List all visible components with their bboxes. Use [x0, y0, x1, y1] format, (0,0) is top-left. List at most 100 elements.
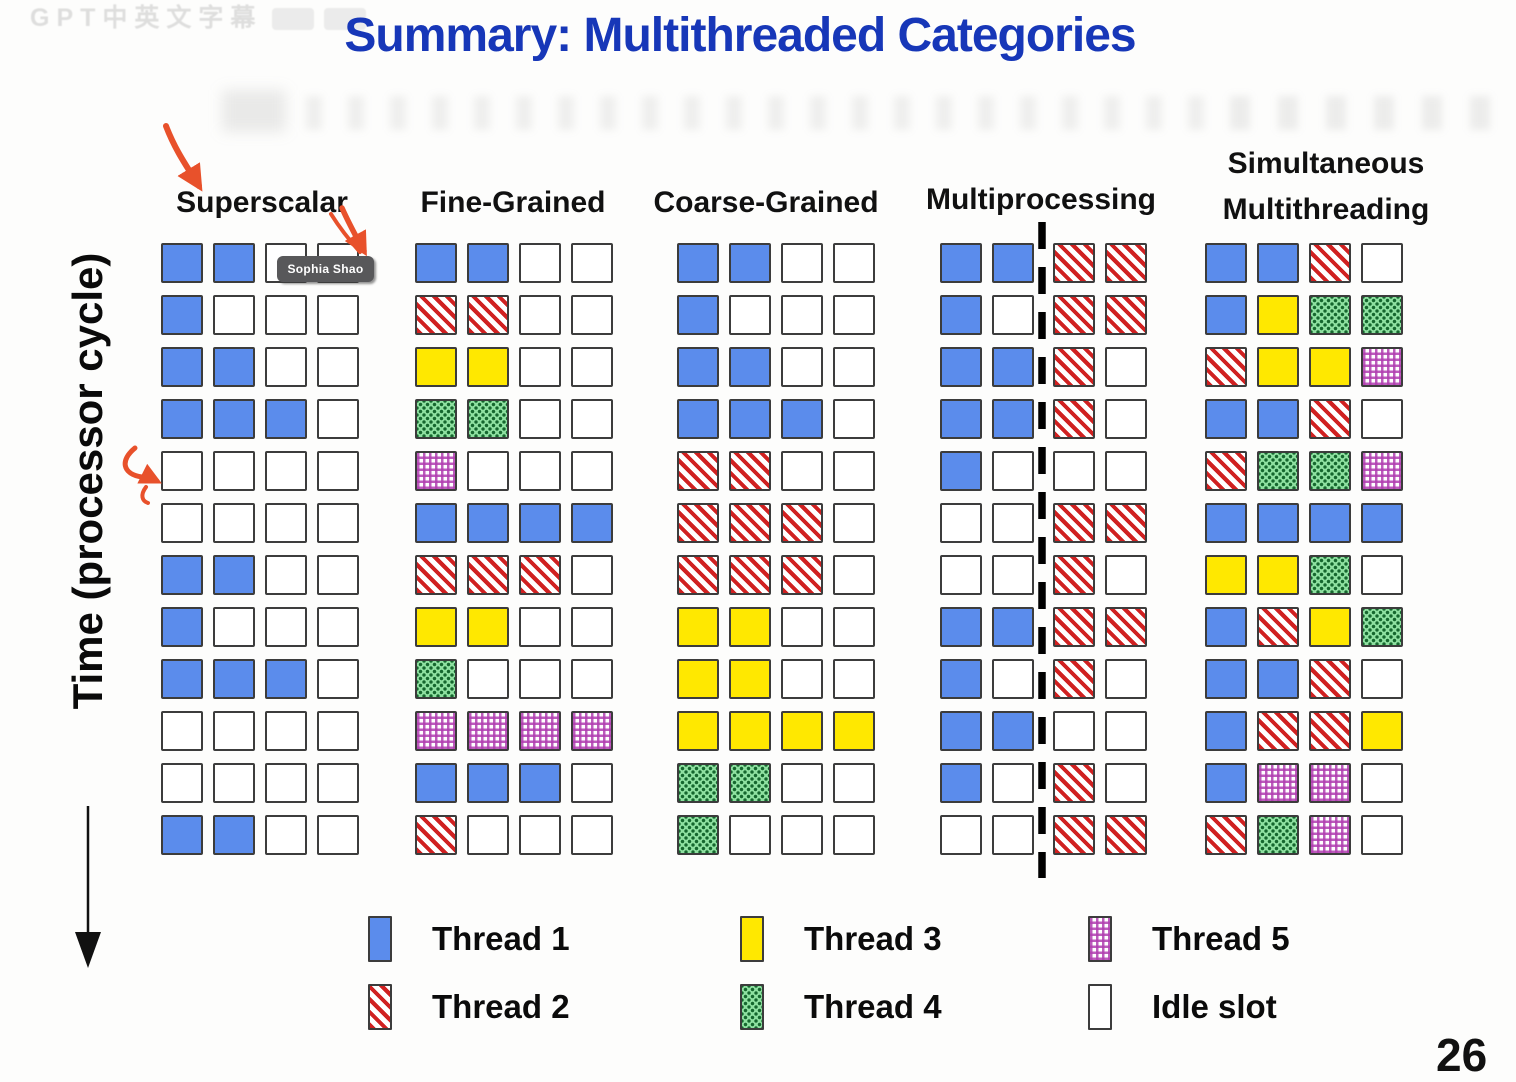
presenter-name-tooltip: Sophia Shao [277, 256, 374, 282]
idle-slot-cell [213, 763, 255, 803]
idle-slot-cell [213, 711, 255, 751]
thread-slot-cell-t1 [992, 243, 1034, 283]
idle-slot-cell [571, 243, 613, 283]
idle-slot-cell [781, 451, 823, 491]
thread-slot-cell-t2 [677, 451, 719, 491]
idle-slot-cell [571, 555, 613, 595]
idle-slot-cell [992, 555, 1034, 595]
legend-swatch-t3 [740, 916, 764, 962]
idle-slot-cell [571, 295, 613, 335]
thread-slot-cell-t2 [1053, 607, 1095, 647]
idle-slot-cell [1105, 399, 1147, 439]
thread-slot-cell-t1 [1205, 243, 1247, 283]
idle-slot-cell [1105, 347, 1147, 387]
thread-slot-cell-t2 [467, 295, 509, 335]
ghost-artifact [1230, 96, 1502, 130]
thread-slot-cell-t1 [729, 399, 771, 439]
idle-slot-cell [833, 347, 875, 387]
thread-slot-cell-t1 [1205, 607, 1247, 647]
thread-slot-cell-t1 [992, 711, 1034, 751]
idle-slot-cell [213, 607, 255, 647]
idle-slot-cell [940, 503, 982, 543]
thread-slot-cell-t1 [1309, 503, 1351, 543]
header-fine-grained: Fine-Grained [420, 186, 606, 219]
thread-slot-cell-t5 [415, 711, 457, 751]
idle-slot-cell [1361, 815, 1403, 855]
thread-slot-cell-t1 [992, 347, 1034, 387]
thread-slot-cell-t1 [940, 607, 982, 647]
thread-slot-cell-t3 [729, 711, 771, 751]
thread-slot-cell-t1 [992, 399, 1034, 439]
thread-slot-cell-t1 [729, 347, 771, 387]
idle-slot-cell [1105, 659, 1147, 699]
thread-slot-cell-t3 [1309, 347, 1351, 387]
grid-multiprocessing [940, 243, 1147, 855]
idle-slot-cell [1361, 399, 1403, 439]
thread-slot-cell-t1 [213, 399, 255, 439]
thread-slot-cell-t1 [161, 659, 203, 699]
idle-slot-cell [571, 607, 613, 647]
idle-slot-cell [781, 243, 823, 283]
thread-slot-cell-t4 [415, 659, 457, 699]
idle-slot-cell [992, 815, 1034, 855]
idle-slot-cell [213, 503, 255, 543]
legend-item: Idle slot [1088, 984, 1290, 1030]
idle-slot-cell [992, 451, 1034, 491]
thread-slot-cell-t1 [519, 763, 561, 803]
thread-slot-cell-t1 [161, 347, 203, 387]
idle-slot-cell [265, 607, 307, 647]
idle-slot-cell [265, 347, 307, 387]
red-arrow-idle-row [122, 445, 162, 484]
idle-slot-cell [833, 243, 875, 283]
thread-slot-cell-t1 [161, 555, 203, 595]
thread-slot-cell-t1 [1257, 399, 1299, 439]
thread-slot-cell-t5 [1309, 815, 1351, 855]
ghost-artifact [306, 96, 1216, 130]
idle-slot-cell [781, 763, 823, 803]
idle-slot-cell [940, 555, 982, 595]
thread-slot-cell-t5 [1361, 347, 1403, 387]
thread-slot-cell-t2 [1105, 243, 1147, 283]
thread-slot-cell-t3 [1257, 347, 1299, 387]
thread-slot-cell-t1 [729, 243, 771, 283]
watermark-badge [272, 8, 315, 31]
grid-superscalar [161, 243, 359, 855]
thread-slot-cell-t2 [415, 555, 457, 595]
thread-slot-cell-t1 [1205, 295, 1247, 335]
idle-slot-cell [265, 295, 307, 335]
idle-slot-cell [519, 815, 561, 855]
idle-slot-cell [519, 399, 561, 439]
idle-slot-cell [1361, 555, 1403, 595]
thread-slot-cell-t1 [1257, 503, 1299, 543]
legend-item: Thread 5 [1088, 916, 1290, 962]
thread-slot-cell-t2 [1053, 503, 1095, 543]
thread-slot-cell-t2 [1205, 451, 1247, 491]
thread-slot-cell-t1 [940, 347, 982, 387]
thread-slot-cell-t2 [1053, 295, 1095, 335]
thread-slot-cell-t2 [781, 503, 823, 543]
thread-slot-cell-t2 [1105, 503, 1147, 543]
thread-slot-cell-t3 [1257, 295, 1299, 335]
thread-slot-cell-t4 [1309, 295, 1351, 335]
thread-slot-cell-t5 [415, 451, 457, 491]
legend-item: Thread 4 [740, 984, 942, 1030]
thread-slot-cell-t2 [415, 815, 457, 855]
idle-slot-cell [781, 295, 823, 335]
legend-label: Thread 1 [432, 920, 570, 957]
thread-slot-cell-t1 [161, 607, 203, 647]
thread-slot-cell-t1 [213, 815, 255, 855]
thread-slot-cell-t1 [1257, 243, 1299, 283]
thread-slot-cell-t4 [1361, 295, 1403, 335]
idle-slot-cell [519, 347, 561, 387]
idle-slot-cell [213, 295, 255, 335]
legend-label: Idle slot [1152, 988, 1277, 1025]
grid-coarse-grained [677, 243, 875, 855]
idle-slot-cell [571, 659, 613, 699]
thread-slot-cell-t2 [1257, 607, 1299, 647]
idle-slot-cell [519, 295, 561, 335]
thread-slot-cell-t1 [992, 607, 1034, 647]
idle-slot-cell [833, 607, 875, 647]
idle-slot-cell [571, 815, 613, 855]
